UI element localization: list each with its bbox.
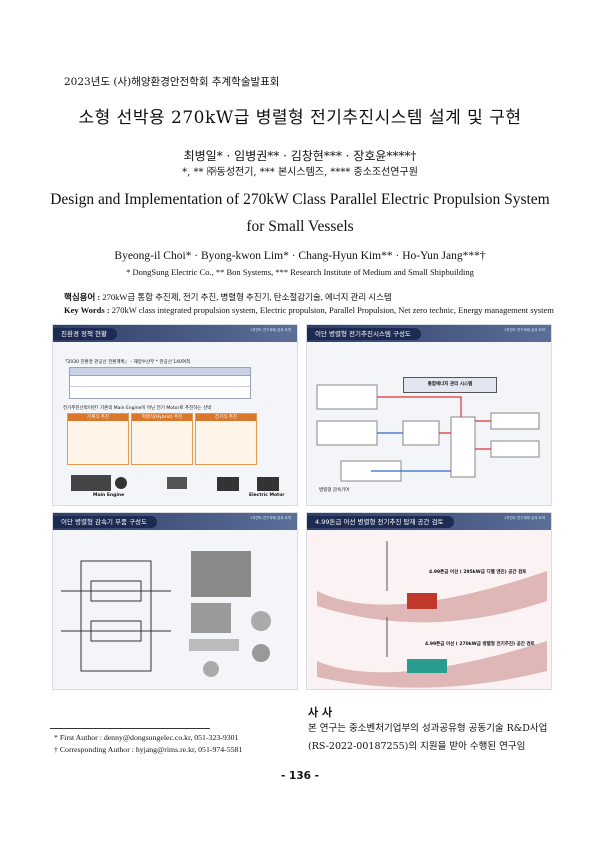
slide-system-diagram: 이단 병렬형 전기추진시스템 구성도 1차연도 연구과제 성과 요약 통합에너지… bbox=[306, 324, 552, 506]
slide-title: 이단 병렬형 전기추진시스템 구성도 bbox=[307, 328, 421, 340]
slide-title: 친환경 정책 현황 bbox=[53, 328, 117, 340]
policy-text: 「2030 친환경 관공선 전환계획」 - 해양수산부 * 관공선 140여척 bbox=[63, 360, 191, 365]
hybrid-box: 혁명식(Hybrid) 추진 bbox=[131, 413, 193, 465]
slide-title: 이단 병렬형 감속기 부품 구성도 bbox=[53, 516, 158, 528]
gear-label: 병렬형 감속기어 bbox=[319, 488, 350, 493]
system-wiring-diagram bbox=[316, 384, 540, 482]
keywords-korean-label: 핵심용어 : bbox=[64, 292, 101, 302]
slide-title: 4.99톤급 어선 병렬형 전기추진 탑재 공간 검토 bbox=[307, 516, 454, 528]
slide-subtitle: 1차연도 연구과제 성과 요약 bbox=[504, 516, 545, 520]
affiliations-english: * DongSung Electric Co., ** Bon Systems,… bbox=[126, 267, 474, 277]
footnote-first-author: * First Author : denny@dongsungelec.co.k… bbox=[54, 733, 239, 742]
affiliations-korean: *, ** ㈜동성전기, *** 본시스템즈, **** 중소조선연구원 bbox=[182, 167, 418, 178]
conference-header: 2023년도 (사)해양환경안전학회 추계학술발표회 bbox=[64, 76, 280, 88]
hybrid-box-title: 혁명식(Hybrid) 추진 bbox=[132, 414, 192, 421]
electric-space-label: 4.99톤급 어선 ( 270kW급 병렬형 전기추진) 공간 검토 bbox=[425, 642, 535, 647]
slide-subtitle: 1차연도 연구과제 성과 요약 bbox=[250, 516, 291, 520]
diesel-space-label: 4.99톤급 어선 ( 295kW급 디젤 엔진) 공간 검토 bbox=[429, 570, 527, 575]
ems-box: 통합에너지 관리 시스템 bbox=[403, 377, 497, 393]
main-engine-label: Main Engine bbox=[93, 493, 125, 498]
footnote-corresponding-author: † Corresponding Author : hyjang@rims.re.… bbox=[54, 745, 243, 754]
page-number: - 136 - bbox=[281, 770, 319, 782]
electric-motor-label: Electric Motor bbox=[249, 493, 285, 498]
mechanical-box-title: 기계식 추진 bbox=[68, 414, 128, 421]
propulsion-illustration bbox=[71, 475, 279, 491]
slide-eco-policy: 친환경 정책 현황 1차연도 연구과제 성과 요약 「2030 친환경 관공선 … bbox=[52, 324, 298, 506]
authors-english: Byeong-il Choi* · Byong-kwon Lim* · Chan… bbox=[114, 250, 486, 262]
gear-parts-drawing bbox=[61, 551, 271, 677]
electric-box-title: 전기식 추진 bbox=[196, 414, 256, 421]
slide-subtitle: 1차연도 연구과제 성과 요약 bbox=[250, 328, 291, 332]
footnote-divider bbox=[50, 728, 210, 729]
title-english: Design and Implementation of 270kW Class… bbox=[50, 191, 550, 235]
slide-space-review: 4.99톤급 어선 병렬형 전기추진 탑재 공간 검토 1차연도 연구과제 성과… bbox=[306, 512, 552, 690]
mechanical-box: 기계식 추진 bbox=[67, 413, 129, 465]
keywords-korean: 핵심용어 : 270kW급 통합 추진제, 전기 추진, 병렬형 추진기, 탄소… bbox=[64, 291, 392, 303]
acknowledgement-body: 본 연구는 중소벤처기업부의 성과공유형 공동기술 R&D사업(RS-2022-… bbox=[308, 723, 548, 752]
acknowledgement-title: 사 사 bbox=[308, 706, 333, 719]
keywords-english-text: 270kW class integrated propulsion system… bbox=[111, 305, 554, 315]
keywords-english: Key Words : 270kW class integrated propu… bbox=[64, 305, 554, 315]
electric-box: 전기식 추진 bbox=[195, 413, 257, 465]
authors-korean: 최병일* · 임병권** · 김창현*** · 장호윤****† bbox=[183, 149, 417, 163]
title-korean: 소형 선박용 270kW급 병렬형 전기추진시스템 설계 및 구현 bbox=[78, 108, 522, 128]
hull-cutaway-drawing bbox=[317, 541, 547, 688]
slide-subtitle: 1차연도 연구과제 성과 요약 bbox=[504, 328, 545, 332]
keywords-english-label: Key Words : bbox=[64, 305, 110, 315]
keywords-korean-text: 270kW급 통합 추진제, 전기 추진, 병렬형 추진기, 탄소절감기술, 에… bbox=[102, 292, 392, 302]
policy-table bbox=[69, 367, 251, 399]
slide-reduction-gear: 이단 병렬형 감속기 부품 구성도 1차연도 연구과제 성과 요약 bbox=[52, 512, 298, 690]
electric-ship-definition: 전기추진선박이란? 기존의 Main Engine이 아닌 전기 Motor로 … bbox=[63, 406, 212, 411]
